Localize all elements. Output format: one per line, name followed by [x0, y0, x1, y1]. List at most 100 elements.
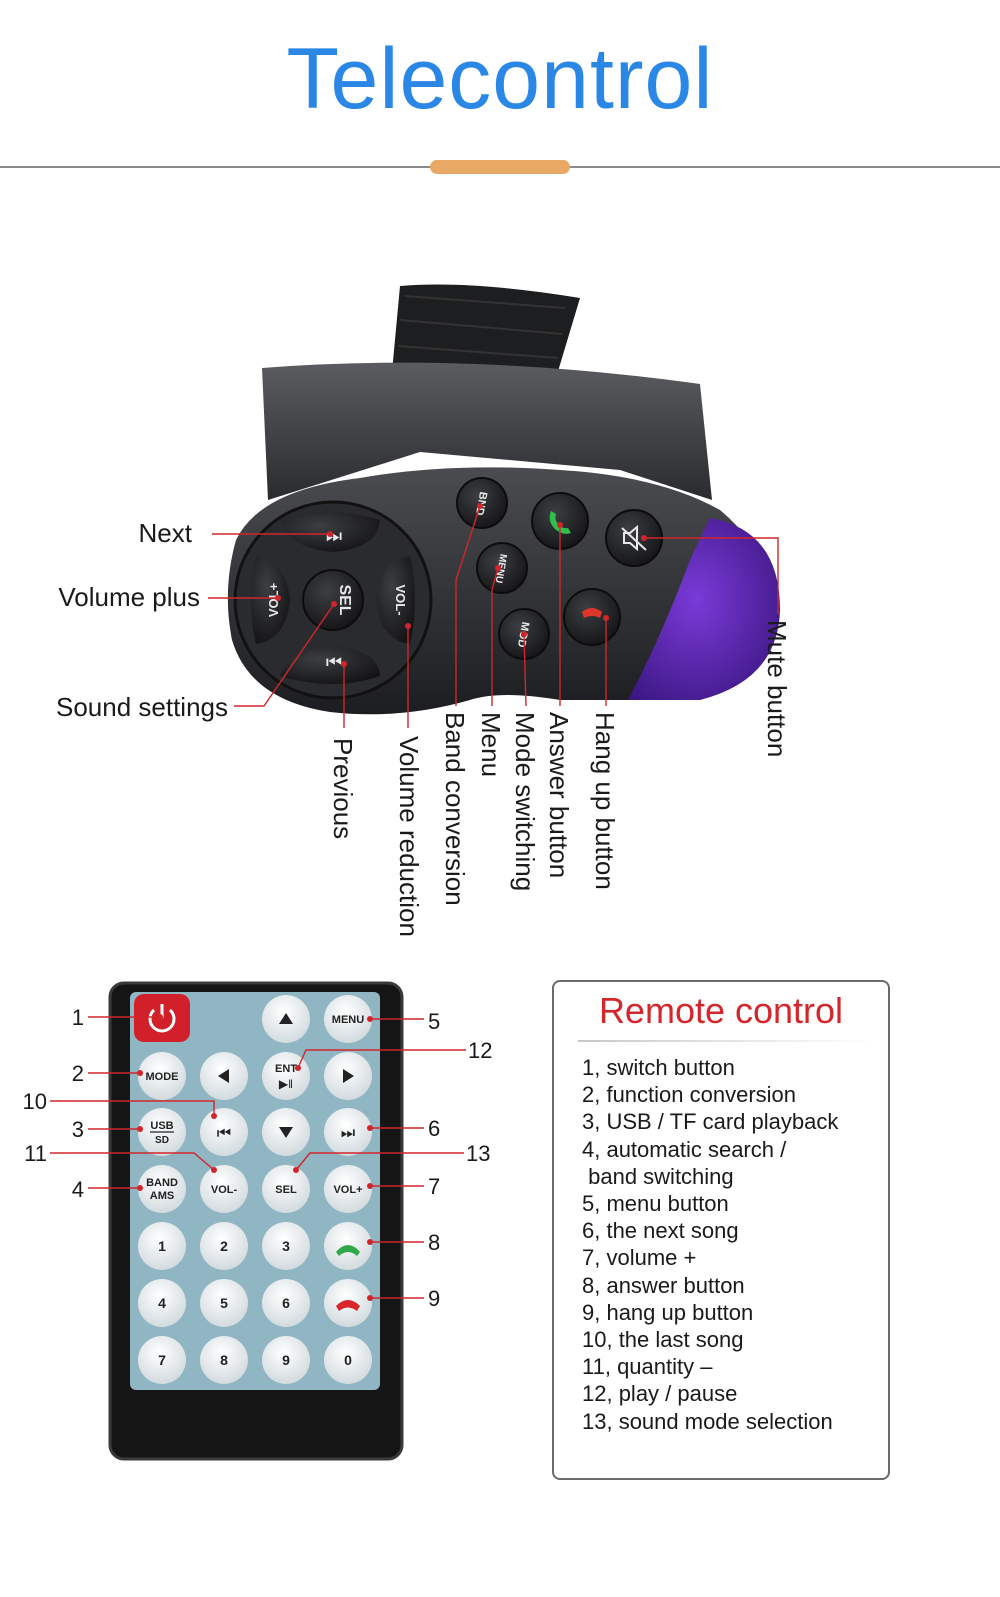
- key-4[interactable]: [138, 1279, 186, 1327]
- leader-band-conversion: [455, 505, 481, 706]
- list-item: band switching: [582, 1163, 734, 1189]
- list-item: 8, answer button: [582, 1272, 745, 1298]
- remote-key-panel: [130, 992, 380, 1390]
- list-item: 12, play / pause: [582, 1381, 738, 1407]
- leader-dot: [557, 522, 563, 528]
- list-item: 3, USB / TF card playback: [582, 1109, 839, 1135]
- remote-menu-button[interactable]: [324, 995, 372, 1043]
- key-8-label: 8: [220, 1352, 228, 1368]
- leader-dot: [327, 531, 333, 537]
- key-0-label: 0: [344, 1352, 352, 1368]
- callout-1: 1: [72, 1005, 84, 1030]
- list-item: 10, the last song: [582, 1327, 744, 1353]
- callout-10: 10: [23, 1089, 47, 1114]
- label-menu: Menu: [476, 712, 506, 777]
- vol-minus-glyph: VOL-: [393, 584, 408, 615]
- label-band-conversion: Band conversion: [440, 712, 470, 906]
- remote-answer-icon: [336, 1245, 360, 1256]
- label-mode-switching: Mode switching: [510, 712, 540, 891]
- leader-13: [295, 1152, 464, 1171]
- key-5[interactable]: [200, 1279, 248, 1327]
- leader-dot: [495, 565, 501, 571]
- hangup-button[interactable]: [563, 588, 621, 646]
- key-7-label: 7: [158, 1352, 166, 1368]
- label-volume-plus: Volume plus: [58, 582, 200, 612]
- callout-9: 9: [428, 1286, 440, 1311]
- wheel-controller: ⏭ ⏮ VOL+ VOL- SEL BND MENU MOD: [227, 284, 780, 715]
- leader-menu: [491, 567, 499, 706]
- vol-plus-button[interactable]: [251, 556, 290, 644]
- leader-dot: [137, 1126, 143, 1132]
- remote-hangup-icon: [336, 1300, 360, 1311]
- next-glyph: ⏭: [326, 526, 342, 546]
- key-2[interactable]: [200, 1222, 248, 1270]
- remote-menu-label: MENU: [332, 1014, 364, 1026]
- leader-dot: [211, 1113, 217, 1119]
- key-9[interactable]: [262, 1336, 310, 1384]
- ent-label: ENT: [275, 1063, 297, 1075]
- callout-12: 12: [468, 1038, 492, 1063]
- play-pause-icon: ▶‖: [279, 1077, 293, 1091]
- remote-sel-label: SEL: [275, 1184, 297, 1196]
- label-sound-settings: Sound settings: [56, 692, 228, 722]
- leader-dot: [367, 1125, 373, 1131]
- previous-button[interactable]: [280, 646, 380, 684]
- leader-11: [50, 1152, 215, 1171]
- remote-vol-plus-button[interactable]: [324, 1165, 372, 1213]
- vol-plus-glyph: VOL+: [266, 582, 281, 617]
- remote-control-title: Remote control: [598, 990, 844, 1031]
- vol-minus-button[interactable]: [376, 556, 415, 644]
- leader-dot: [157, 1014, 163, 1020]
- sel-glyph: SEL: [336, 584, 353, 615]
- mode-button[interactable]: [138, 1052, 186, 1100]
- remote-control-title-rule: [578, 1040, 878, 1042]
- leader-mode-switching: [523, 633, 527, 707]
- leader-dot: [521, 631, 527, 637]
- previous-track-button[interactable]: [200, 1108, 248, 1156]
- leader-dot: [477, 503, 483, 509]
- previous-track-icon: ⏮: [217, 1125, 231, 1142]
- label-previous: Previous: [328, 738, 358, 839]
- right-arrow-icon: [343, 1069, 354, 1083]
- next-track-button[interactable]: [324, 1108, 372, 1156]
- callout-6: 6: [428, 1116, 440, 1141]
- key-4-label: 4: [158, 1295, 166, 1311]
- strap-texture: [404, 295, 566, 309]
- left-arrow-icon: [218, 1069, 229, 1083]
- wheel-leader-lines: [208, 505, 779, 728]
- remote-sel-button[interactable]: [262, 1165, 310, 1213]
- leader-10: [50, 1100, 215, 1116]
- band-ams-button[interactable]: [138, 1165, 186, 1213]
- ent-play-pause-button[interactable]: [262, 1052, 310, 1100]
- phone-answer-icon: [549, 511, 571, 534]
- key-1[interactable]: [138, 1222, 186, 1270]
- next-track-icon: ⏭: [341, 1125, 355, 1142]
- key-7[interactable]: [138, 1336, 186, 1384]
- key-3[interactable]: [262, 1222, 310, 1270]
- ams-label: AMS: [150, 1190, 174, 1202]
- list-item: 7, volume +: [582, 1245, 697, 1271]
- remote-vol-minus-button[interactable]: [200, 1165, 248, 1213]
- leader-dot: [603, 615, 609, 621]
- menu-button[interactable]: [476, 542, 528, 594]
- phone-hangup-icon: [582, 608, 602, 618]
- key-8[interactable]: [200, 1336, 248, 1384]
- key-6[interactable]: [262, 1279, 310, 1327]
- list-item: 11, quantity –: [582, 1354, 713, 1380]
- remote-control-legend: Remote control 1, switch button 2, funct…: [552, 980, 890, 1480]
- sel-button[interactable]: [302, 569, 364, 631]
- list-item: 1, switch button: [582, 1055, 735, 1080]
- band-label: BAND: [146, 1177, 178, 1189]
- leader-dot: [295, 1065, 301, 1071]
- key-0[interactable]: [324, 1336, 372, 1384]
- callout-4: 4: [72, 1177, 84, 1202]
- callout-2: 2: [72, 1061, 84, 1086]
- velcro-strap: [392, 284, 580, 378]
- key-9-label: 9: [282, 1352, 290, 1368]
- ir-remote: MENU MODE ENT ▶‖ USB SD ⏮ ⏭ BAND AMS: [108, 981, 404, 1461]
- remote-leader-dots: [137, 1014, 373, 1301]
- key-6-label: 6: [282, 1295, 290, 1311]
- bnd-button[interactable]: [456, 477, 508, 529]
- key-1-label: 1: [158, 1238, 166, 1254]
